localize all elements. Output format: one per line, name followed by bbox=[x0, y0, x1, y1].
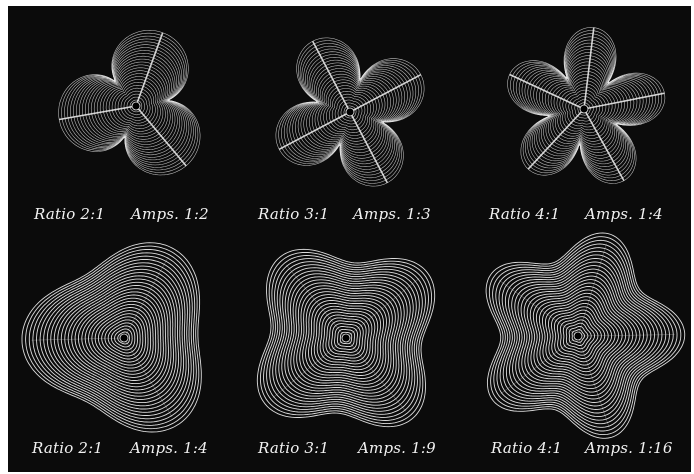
figure-ratio-3-1-amps-1-3 bbox=[276, 38, 424, 186]
caption-amps-5: Amps. 1:9 bbox=[358, 439, 436, 457]
caption-amps-6: Amps. 1:16 bbox=[585, 439, 673, 457]
caption-amps-3: Amps. 1:4 bbox=[585, 205, 663, 223]
harmonograph-figures bbox=[8, 6, 691, 472]
figure-ratio-4-1-amps-1-4 bbox=[508, 27, 665, 183]
caption-amps-1: Amps. 1:2 bbox=[131, 205, 209, 223]
figure-ratio-2-1-amps-1-4 bbox=[22, 243, 201, 432]
caption-ratio-5: Ratio 3:1 bbox=[258, 439, 329, 457]
caption-ratio-6: Ratio 4:1 bbox=[491, 439, 562, 457]
harmonograph-plate: Ratio 2:1 Amps. 1:2 Ratio 3:1 Amps. 1:3 … bbox=[8, 6, 691, 472]
caption-amps-2: Amps. 1:3 bbox=[353, 205, 431, 223]
caption-ratio-1: Ratio 2:1 bbox=[34, 205, 105, 223]
caption-amps-4: Amps. 1:4 bbox=[130, 439, 208, 457]
figure-ratio-3-1-amps-1-9 bbox=[257, 249, 434, 426]
caption-ratio-4: Ratio 2:1 bbox=[32, 439, 103, 457]
figure-ratio-2-1-amps-1-2 bbox=[59, 30, 201, 175]
figure-ratio-4-1-amps-1-16 bbox=[486, 233, 685, 438]
caption-ratio-2: Ratio 3:1 bbox=[258, 205, 329, 223]
caption-ratio-3: Ratio 4:1 bbox=[489, 205, 560, 223]
